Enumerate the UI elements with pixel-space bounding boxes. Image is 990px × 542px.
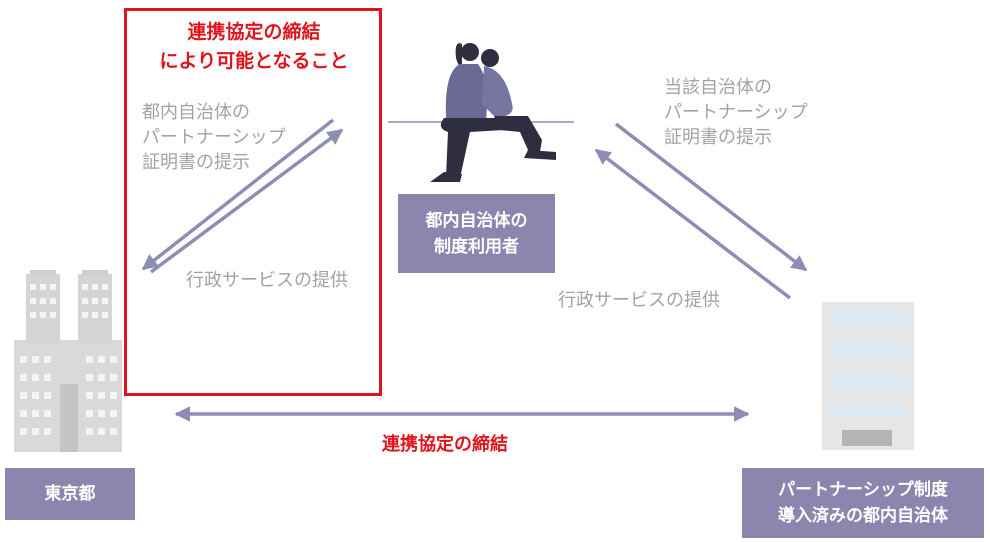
left-submit-line2: パートナーシップ bbox=[142, 127, 286, 148]
municipal-building-icon bbox=[822, 302, 914, 450]
right-service-label: 行政サービスの提供 bbox=[558, 290, 720, 311]
municipality-box: パートナーシップ制度 導入済みの都内自治体 bbox=[742, 468, 984, 538]
tokyo-box: 東京都 bbox=[5, 468, 135, 520]
highlight-title-line1: 連携協定の締結 bbox=[187, 21, 321, 43]
left-submit-line1: 都内自治体の bbox=[142, 102, 250, 123]
agreement-label: 連携協定の締結 bbox=[382, 434, 508, 455]
highlight-title-line2: により可能となること bbox=[159, 50, 349, 72]
arrow-right-submit bbox=[614, 122, 808, 272]
user-box-line1: 都内自治体の bbox=[425, 210, 528, 231]
municipality-box-line2: 導入済みの都内自治体 bbox=[778, 506, 948, 526]
left-service-label: 行政サービスの提供 bbox=[186, 270, 348, 291]
arrow-left-submit bbox=[149, 128, 344, 274]
right-submit-label: 当該自治体の パートナーシップ 証明書の提示 bbox=[664, 75, 808, 150]
municipality-box-line1: パートナーシップ制度 bbox=[778, 480, 948, 500]
highlight-frame bbox=[124, 8, 382, 396]
tokyo-building-icon bbox=[14, 270, 122, 452]
left-submit-label: 都内自治体の パートナーシップ 証明書の提示 bbox=[142, 100, 286, 175]
highlight-title: 連携協定の締結 により可能となること bbox=[130, 18, 378, 76]
users-illustration bbox=[388, 43, 574, 182]
user-box-line2: 制度利用者 bbox=[434, 236, 519, 257]
user-box: 都内自治体の 制度利用者 bbox=[398, 194, 555, 273]
right-submit-line1: 当該自治体の bbox=[664, 77, 772, 98]
arrow-right-service bbox=[594, 148, 792, 300]
left-submit-line3: 証明書の提示 bbox=[142, 152, 250, 173]
right-submit-line3: 証明書の提示 bbox=[664, 127, 772, 148]
right-submit-line2: パートナーシップ bbox=[664, 102, 808, 123]
arrow-left-service bbox=[141, 118, 335, 271]
